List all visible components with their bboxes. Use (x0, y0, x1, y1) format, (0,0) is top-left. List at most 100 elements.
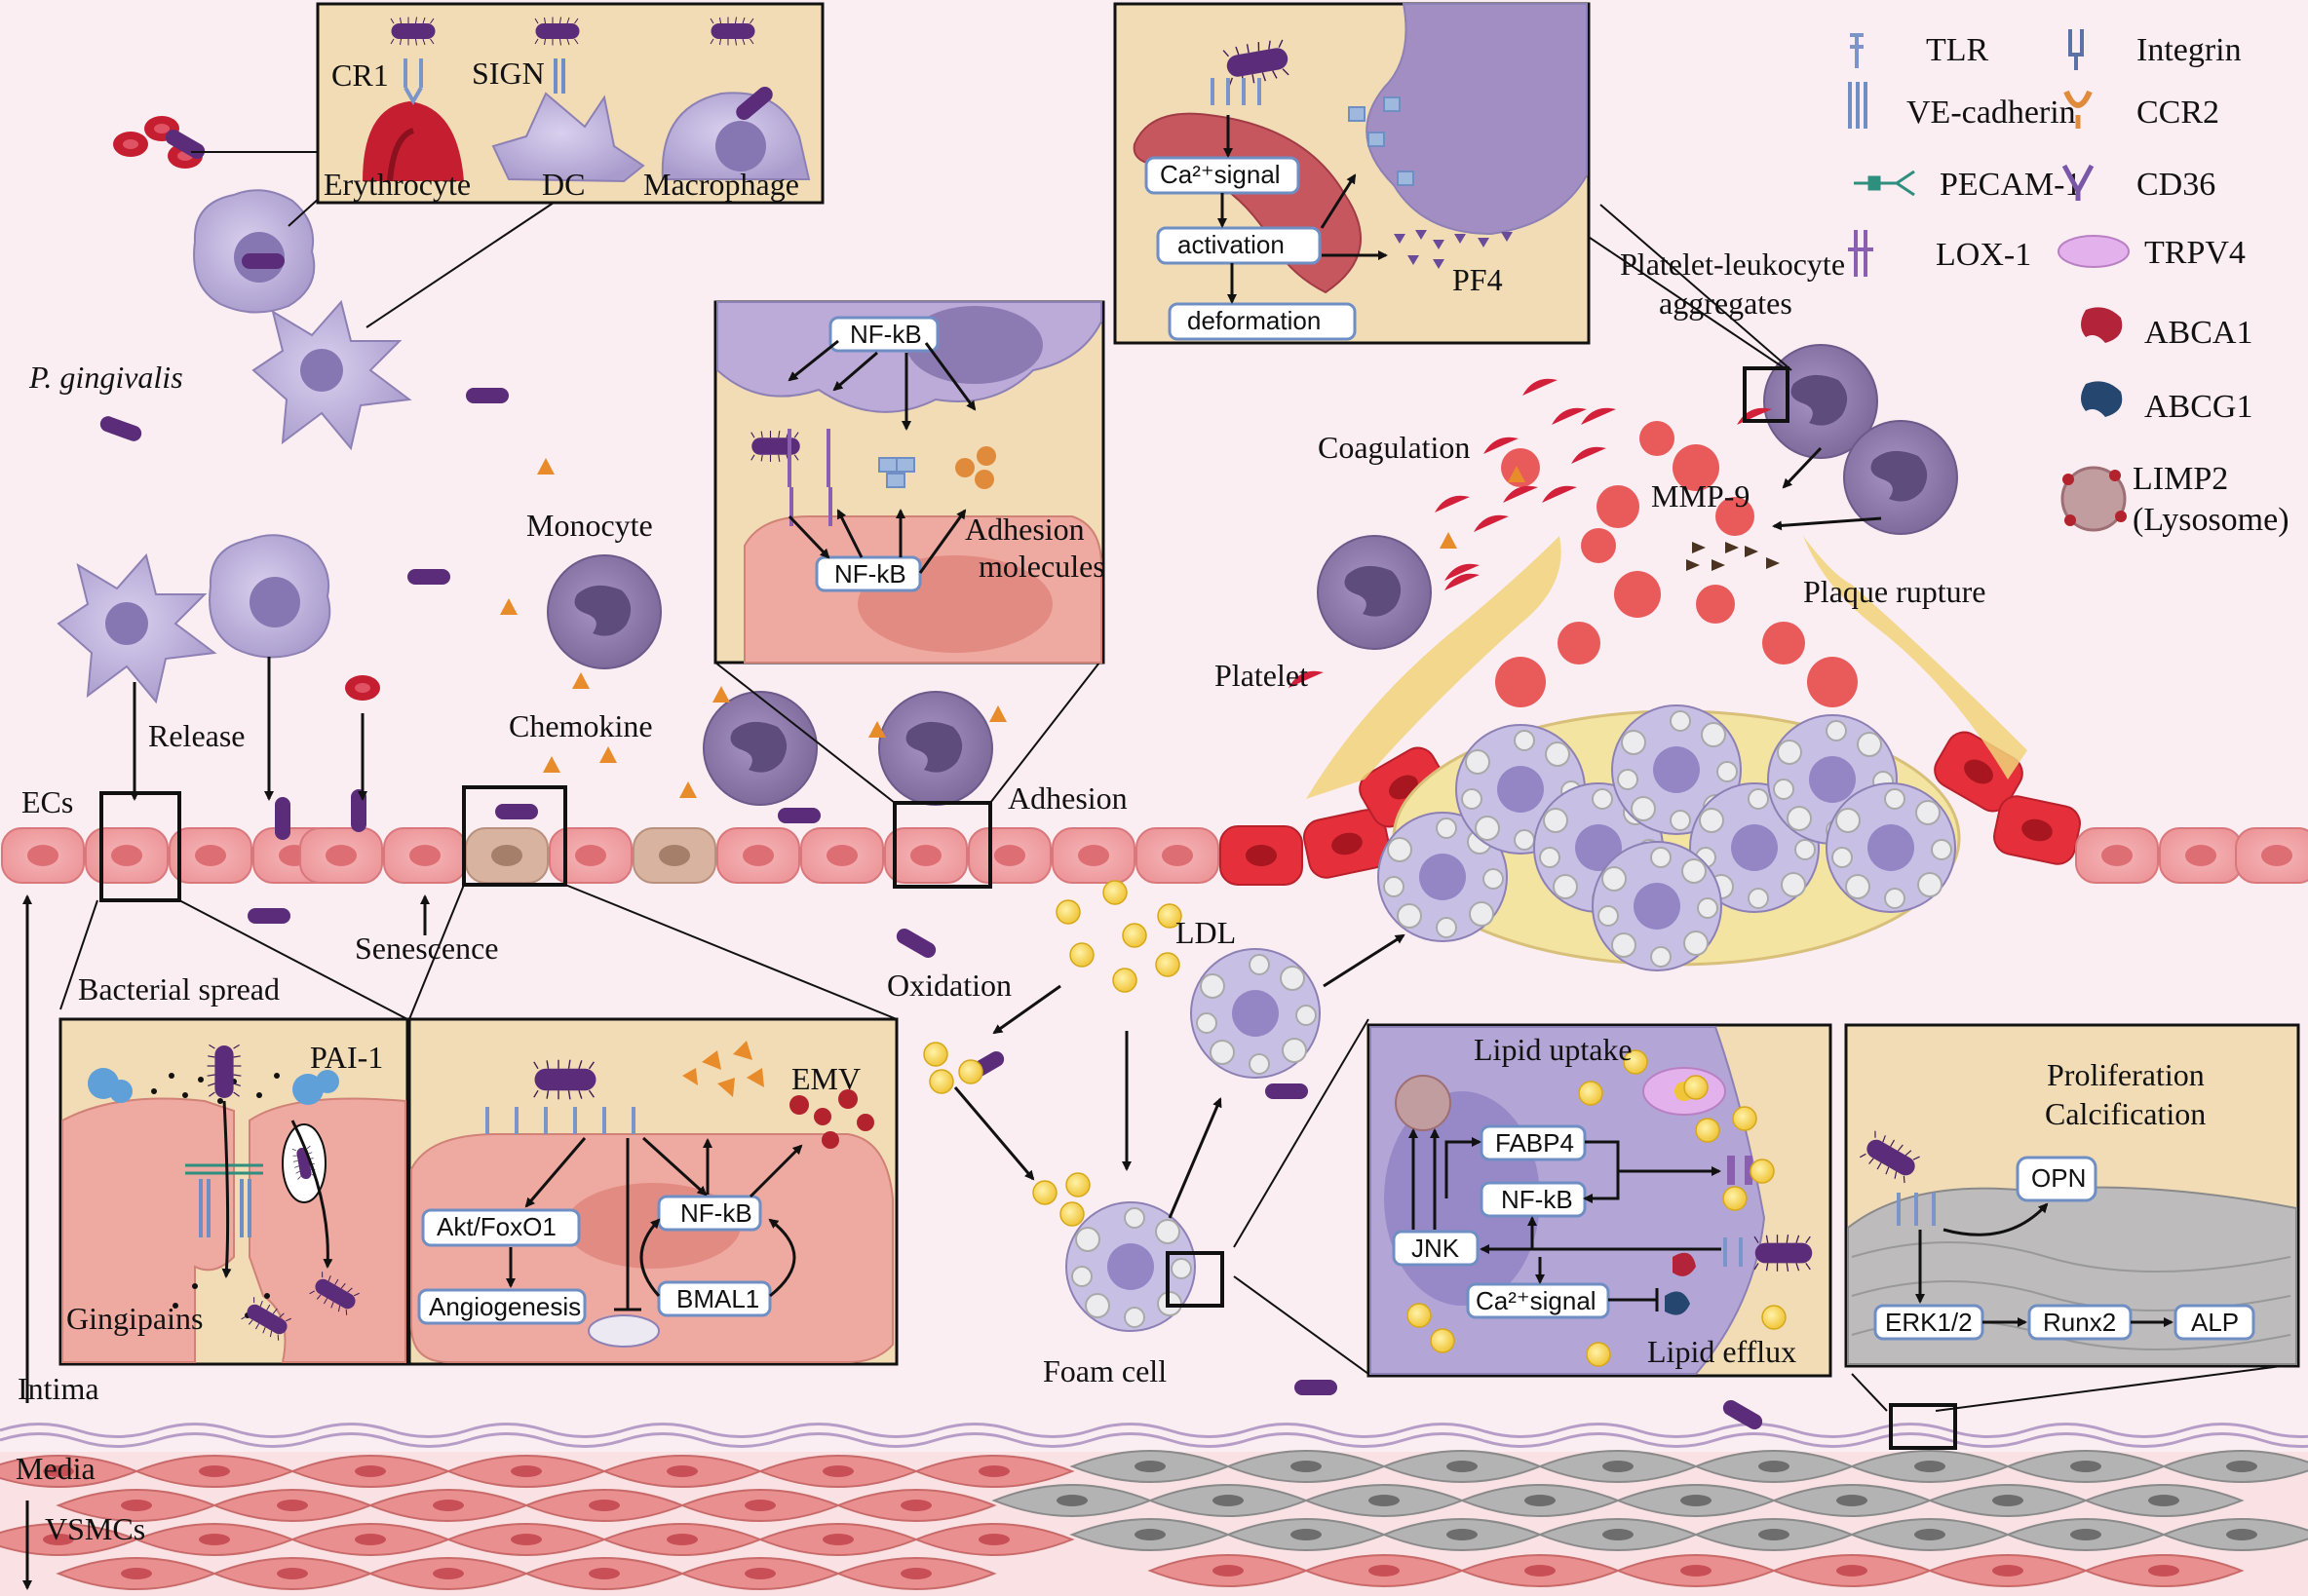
platelet-label: Platelet (1214, 658, 1308, 693)
erythrocyte-cell (345, 675, 380, 701)
media-label: Media (16, 1451, 96, 1486)
macrophage-cell (209, 534, 331, 659)
akt-foxo1-box (421, 1208, 581, 1247)
nfkb-top-text: NF-kB (850, 320, 922, 349)
legend-tlr: TLR (1926, 32, 1989, 68)
trpv4-icon (2058, 235, 2130, 268)
fabp4-text: FABP4 (1495, 1128, 1574, 1158)
activation-box (1156, 226, 1322, 265)
plaque-rupture-label: Plaque rupture (1803, 574, 1986, 609)
ecs-label: ECs (21, 784, 73, 819)
adhesion-label: Adhesion (1008, 780, 1128, 816)
inset-cell-types: CR1 SIGN Erythrocyte DC Macrophage (316, 2, 825, 205)
main-arrows (130, 446, 1882, 1219)
monocyte-label: Monocyte (526, 508, 653, 543)
angiogenesis-text: Angiogenesis (429, 1292, 581, 1321)
necrotic-debris (1495, 421, 1858, 707)
zoom-boxes (99, 366, 1957, 1450)
monocyte-cell (878, 691, 993, 806)
lox1-icon (1848, 230, 1873, 277)
nfkb-ec-box (657, 1195, 762, 1232)
legend: TLR Integrin VE-cadherin CCR2 PECAM-1 CD… (1848, 29, 2289, 538)
ldl-particles (923, 880, 1182, 1227)
alp-box (2173, 1304, 2255, 1341)
legend-integrin: Integrin (2136, 32, 2242, 68)
pla-label-2: aggregates (1659, 285, 1792, 321)
pecam1-icon (1854, 170, 1915, 197)
calcification-label: Calcification (2045, 1096, 2206, 1131)
deformation-box (1168, 302, 1357, 341)
main-labels: P. gingivalis Release Monocyte Chemokine… (16, 247, 1986, 1546)
adhesion-molecules-label-1: Adhesion (965, 512, 1085, 547)
jnk-text: JNK (1411, 1234, 1460, 1263)
media-layer (0, 1450, 2308, 1596)
nfkb-foam-text: NF-kB (1501, 1185, 1573, 1214)
angiogenesis-box (417, 1288, 587, 1325)
oxidation-label: Oxidation (887, 968, 1012, 1003)
akt-foxo1-text: Akt/FoxO1 (437, 1212, 557, 1241)
vsmcs-label: VSMCs (45, 1511, 145, 1546)
foam-cell (1190, 948, 1321, 1079)
plaque (1306, 421, 2027, 971)
ca-signal-text: Ca²⁺signal (1160, 160, 1281, 189)
chemokine-label: Chemokine (509, 708, 653, 743)
proliferation-label: Proliferation (2047, 1057, 2205, 1092)
jnk-box (1392, 1230, 1480, 1267)
legend-abcg1: ABCG1 (2144, 389, 2252, 425)
pf4-label: PF4 (1452, 262, 1503, 297)
inset-foam-lipid: FABP4 NF-kB JNK Ca²⁺signal Lipid uptake … (1366, 1023, 1832, 1378)
inset-bacterial-spread: Bacterial spread PAI-1 Gingipains (58, 971, 409, 1366)
inset-calcification: OPN ERK1/2 Runx2 ALP Proliferation Calci… (1844, 1023, 2300, 1368)
pla-label-1: Platelet-leukocyte (1620, 247, 1845, 282)
nfkb-bottom-text: NF-kB (834, 559, 906, 589)
p-gingivalis-label: P. gingivalis (28, 360, 183, 395)
legend-abca1: ABCA1 (2144, 315, 2252, 351)
activation-text: activation (1177, 230, 1285, 259)
dendritic-cell (251, 299, 412, 451)
legend-pecam1: PECAM-1 (1940, 167, 2081, 203)
nfkb-box-top (828, 316, 940, 353)
free-cells (57, 116, 1958, 1332)
fibrous-cap-right (1803, 536, 2027, 779)
endothelial-layer (1, 731, 2308, 886)
inset-ec-signalling: Akt/FoxO1 Angiogenesis NF-kB BMAL1 EMV (407, 1017, 899, 1366)
macrophage-cell (193, 189, 316, 314)
ccr2-icon (2063, 90, 2093, 129)
cd36-icon (2061, 164, 2095, 201)
abcg1-icon (2081, 381, 2123, 417)
tlr-icon (1850, 33, 1864, 68)
runx2-text: Runx2 (2043, 1308, 2116, 1337)
internal-elastic-lamina (0, 1423, 2308, 1448)
mmp9-label: MMP-9 (1651, 478, 1750, 513)
erythrocyte-cell (113, 132, 148, 157)
monocyte-cell (1317, 535, 1432, 650)
integrin-icon (2068, 29, 2084, 70)
bmal1-text: BMAL1 (676, 1284, 759, 1313)
adhesion-molecules-label-2: molecules (979, 549, 1105, 584)
limp2-icon (2060, 466, 2127, 532)
macrophage-label: Macrophage (643, 167, 799, 202)
fibrous-cap-left (1306, 536, 1561, 799)
gingipains-label: Gingipains (66, 1301, 203, 1336)
opn-box (2016, 1156, 2097, 1202)
intima-label: Intima (18, 1371, 99, 1406)
ca-signal-foam-text: Ca²⁺signal (1476, 1286, 1596, 1315)
erk-text: ERK1/2 (1885, 1308, 1973, 1337)
dendritic-cell (57, 552, 217, 704)
legend-limp2: LIMP2 (2133, 461, 2228, 497)
opn-text: OPN (2031, 1163, 2086, 1193)
cr1-label: CR1 (331, 57, 389, 93)
coagulation-label: Coagulation (1318, 430, 1470, 465)
monocyte-cell (547, 554, 662, 669)
mmp9-molecules (1686, 542, 1780, 571)
legend-trpv4: TRPV4 (2144, 235, 2246, 271)
foam-cell (1065, 1201, 1196, 1332)
foam-cell-label: Foam cell (1043, 1353, 1167, 1388)
erythrocyte-label: Erythrocyte (324, 167, 471, 202)
inset-platelet: Ca²⁺signal activation deformation PF4 (1113, 2, 1591, 345)
ldl-label: LDL (1175, 915, 1236, 950)
lipid-efflux-label: Lipid efflux (1647, 1334, 1796, 1369)
nfkb-ec-text: NF-kB (680, 1198, 752, 1228)
